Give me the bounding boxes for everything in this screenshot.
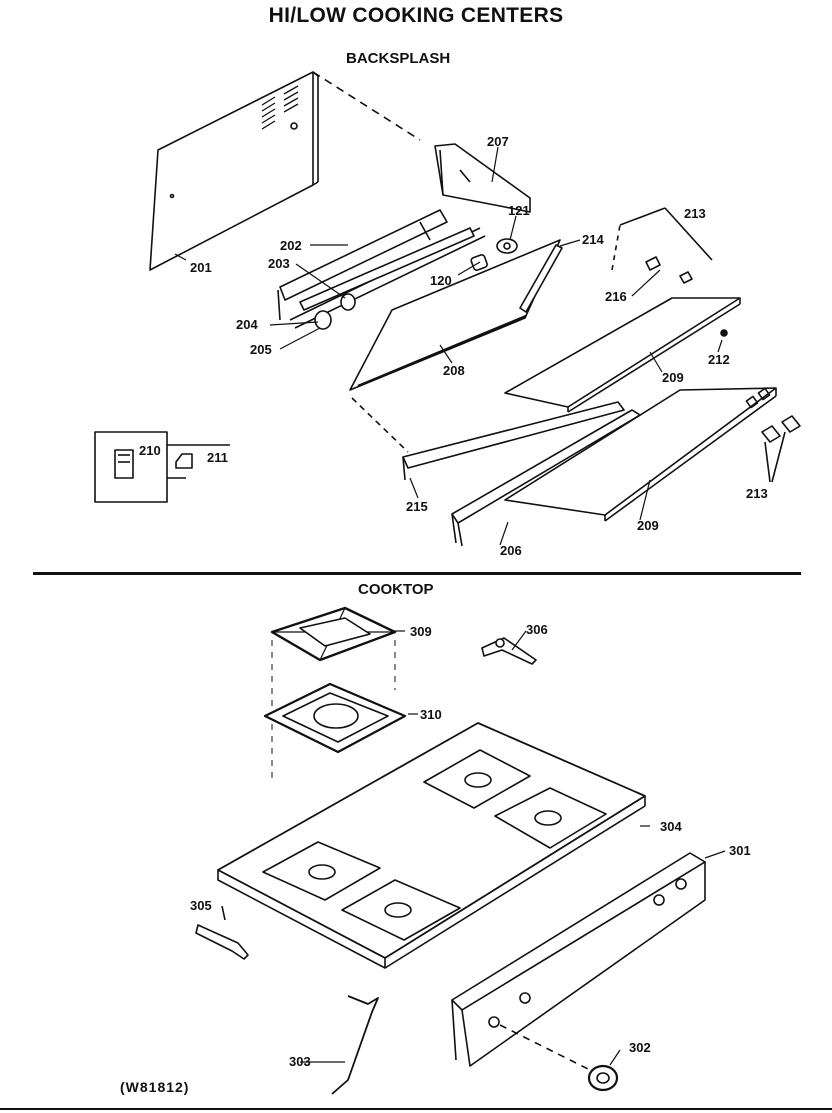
label-309: 309 xyxy=(410,624,432,639)
part-304-cooktop xyxy=(217,722,646,969)
label-303: 303 xyxy=(289,1054,311,1069)
label-201: 201 xyxy=(190,260,212,275)
label-302: 302 xyxy=(629,1040,651,1055)
label-120: 120 xyxy=(430,273,452,288)
label-208: 208 xyxy=(443,363,465,378)
label-203: 203 xyxy=(268,256,290,271)
drawing-code: (W81812) xyxy=(120,1079,190,1095)
label-205: 205 xyxy=(250,342,272,357)
label-210: 210 xyxy=(139,443,161,458)
part-206-base-channel xyxy=(451,409,641,547)
bottom-rule xyxy=(0,1108,832,1110)
label-121: 121 xyxy=(508,203,530,218)
part-210-211-transformer xyxy=(94,431,230,503)
page-title: HI/LOW COOKING CENTERS xyxy=(268,4,564,27)
label-212: 212 xyxy=(708,352,730,367)
label-209-upper: 209 xyxy=(662,370,684,385)
label-304: 304 xyxy=(660,819,682,834)
part-201-back-panel xyxy=(149,71,421,271)
part-306-clip xyxy=(481,637,537,665)
label-306: 306 xyxy=(526,622,548,637)
part-302-knob xyxy=(499,1024,619,1092)
part-213-switches-upper xyxy=(611,207,713,284)
label-204: 204 xyxy=(236,317,258,332)
part-213-switches-lower xyxy=(761,415,801,483)
section-divider xyxy=(33,572,801,575)
label-216: 216 xyxy=(605,289,627,304)
label-305: 305 xyxy=(190,898,212,913)
label-209-lower: 209 xyxy=(637,518,659,533)
label-213-upper: 213 xyxy=(684,206,706,221)
section-title-backsplash: BACKSPLASH xyxy=(346,50,451,67)
label-206: 206 xyxy=(500,543,522,558)
label-213-lower: 213 xyxy=(746,486,768,501)
part-208-diffuser xyxy=(349,239,561,391)
part-305-clip xyxy=(195,905,249,960)
label-214: 214 xyxy=(582,232,604,247)
label-215: 215 xyxy=(406,499,428,514)
part-212-screw xyxy=(720,329,728,337)
part-121-lamp-socket xyxy=(496,238,518,254)
part-209-control-panel-lower xyxy=(504,387,777,522)
part-301-manifold-panel xyxy=(451,852,706,1067)
label-310: 310 xyxy=(420,707,442,722)
part-310-burner-pan xyxy=(263,682,407,754)
label-207: 207 xyxy=(487,134,509,149)
part-215-rail xyxy=(351,397,625,481)
label-202: 202 xyxy=(280,238,302,253)
part-207-bracket xyxy=(434,143,531,213)
label-301: 301 xyxy=(729,843,751,858)
part-303-rod xyxy=(331,995,379,1095)
section-title-cooktop: COOKTOP xyxy=(358,581,434,598)
part-214-trim-strip xyxy=(519,244,563,313)
label-211: 211 xyxy=(207,450,228,465)
part-309-grate xyxy=(270,606,397,662)
